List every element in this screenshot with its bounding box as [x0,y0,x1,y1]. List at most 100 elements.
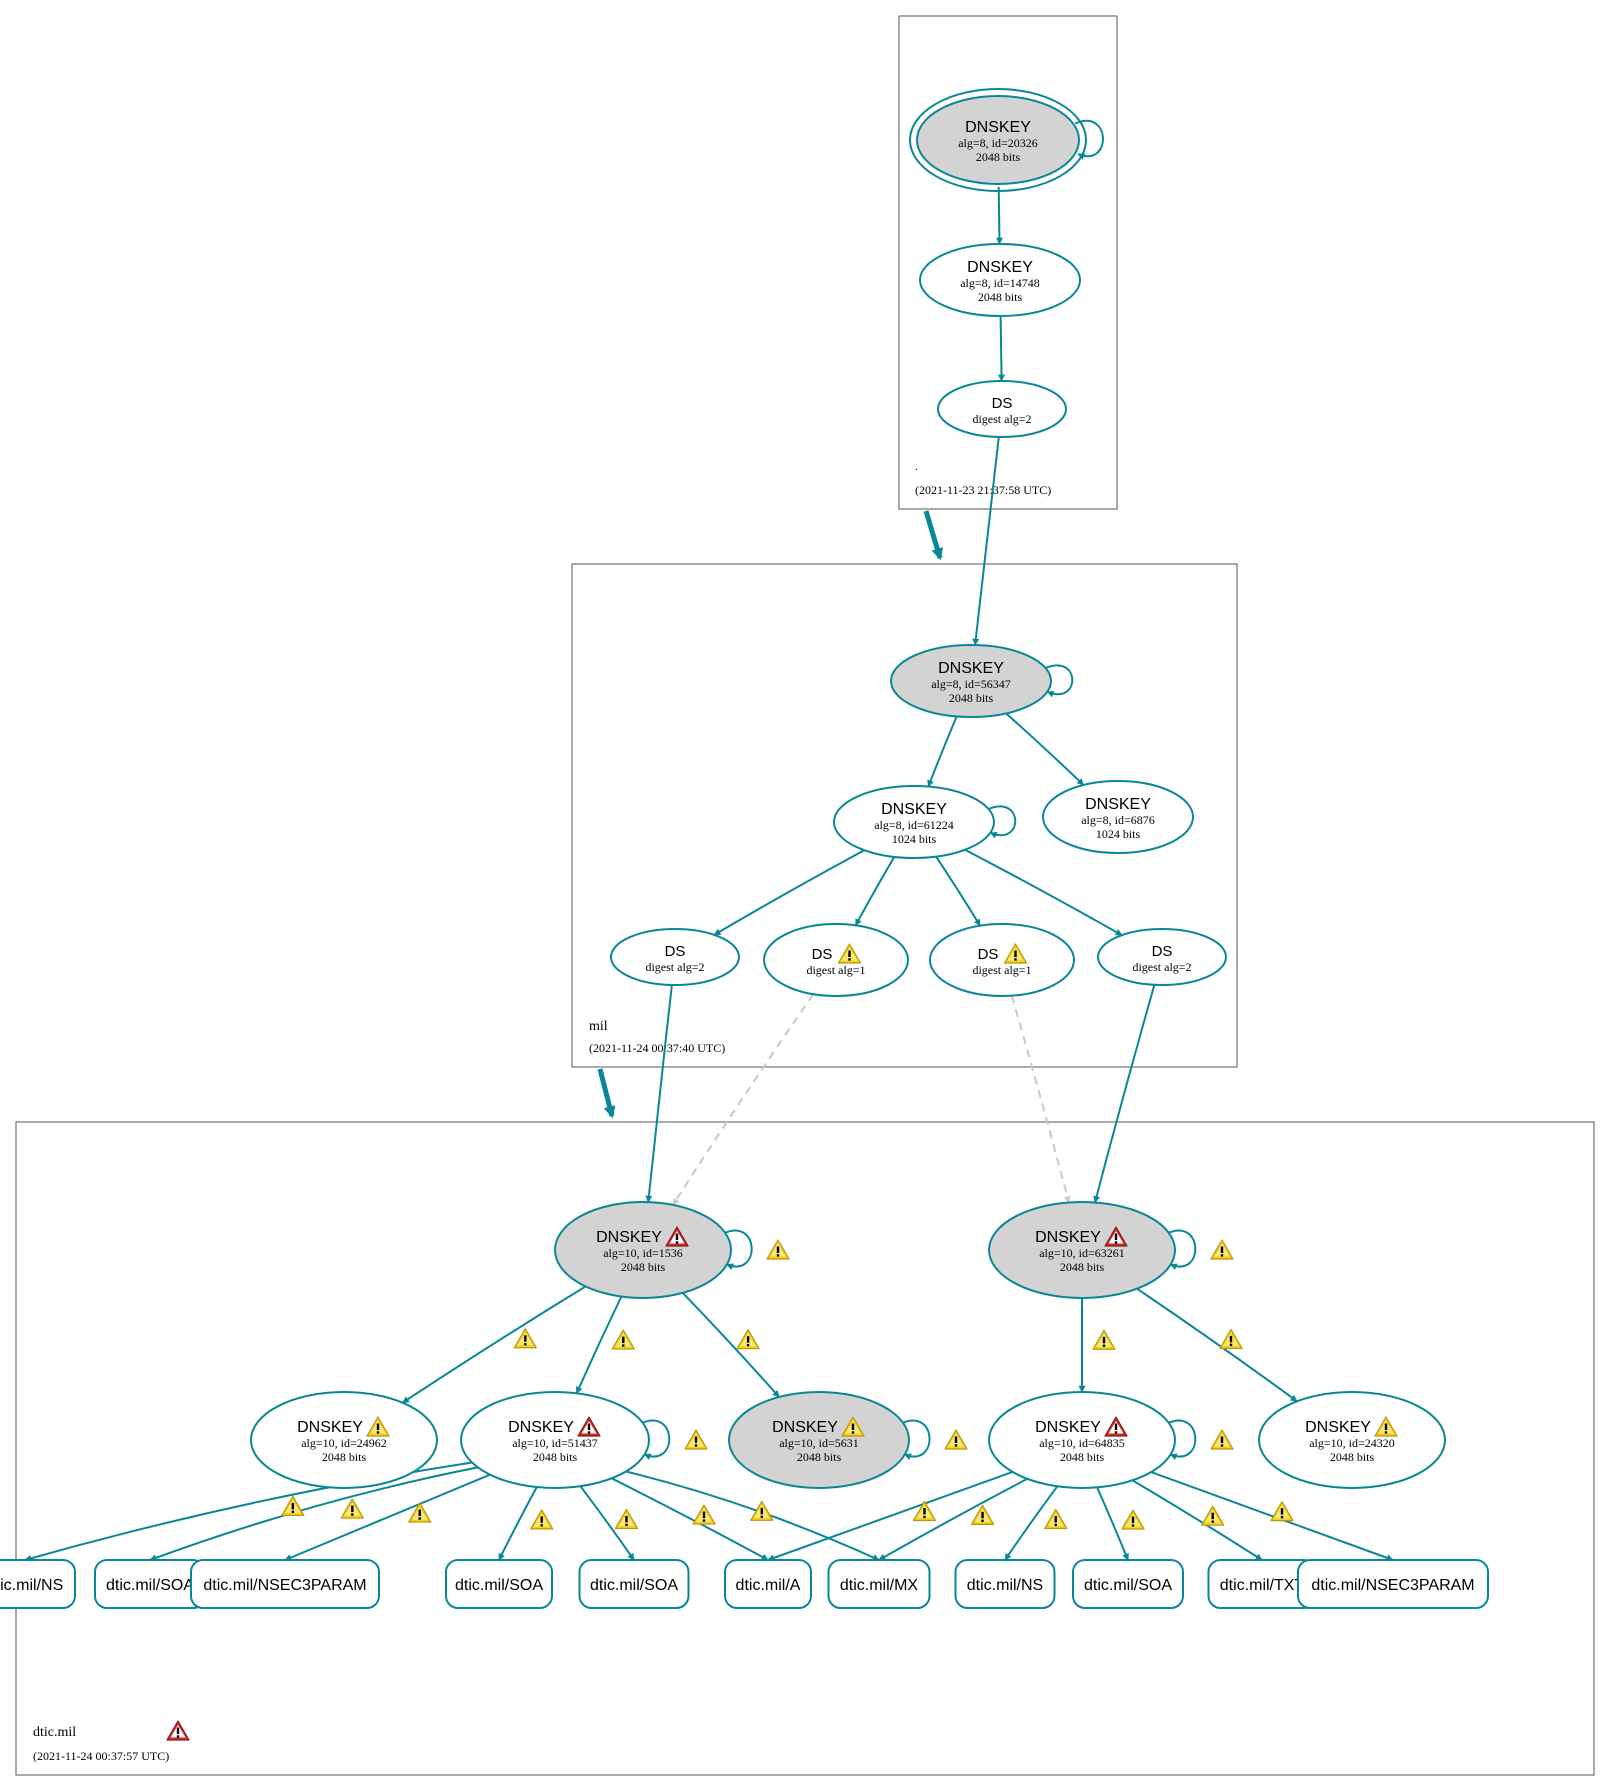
rrset-rr4[interactable]: dtic.mil/SOA [445,1559,553,1609]
rrsets: dtic.mil/NSdtic.mil/SOAdtic.mil/NSEC3PAR… [0,1559,1489,1609]
rrset-label: dtic.mil/A [736,1577,801,1594]
rrset-rr10[interactable]: dtic.mil/TXT [1207,1559,1317,1609]
node-detail: alg=8, id=14748 [960,276,1040,290]
self-loops [641,120,1234,1461]
node-type: DNSKEY [508,1419,574,1436]
warning-icon [281,1495,305,1516]
error-icon [577,1416,601,1437]
edge-m_zsk1-m_ds3 [935,856,981,927]
rrset-label: dtic.mil/NSEC3PARAM [1311,1577,1474,1594]
edge-m_ds1-d_ksk1 [645,984,673,1203]
rrset-rr9[interactable]: dtic.mil/SOA [1072,1559,1184,1609]
warning-icon [1092,1329,1116,1350]
self-loop [1044,664,1074,698]
warning-icon [1270,1501,1294,1522]
warning-icon [684,1429,708,1450]
warning-icon [1374,1416,1398,1437]
node-type: DNSKEY [881,801,947,818]
edge-d_k64835-rr8 [1004,1485,1059,1561]
edge-d_k64835-rr11 [1150,1471,1394,1562]
zone-root: . (2021-11-23 21:37:58 UTC) [898,15,1118,510]
node-detail: alg=10, id=51437 [512,1436,598,1450]
rrset-label: dtic.mil/SOA [455,1577,543,1594]
warning-icon [1121,1509,1145,1530]
node-type: DS [978,946,999,963]
warning-icon [513,1328,537,1349]
rrset-rr1[interactable]: dtic.mil/NS [0,1559,76,1609]
warning-icon [1003,943,1028,964]
edge-d_k64835-rr10 [1131,1479,1263,1561]
node-type: DNSKEY [938,660,1004,677]
edge-d_k64835-rr6 [767,1470,1013,1562]
node-detail: 2048 bits [533,1450,578,1464]
rrset-label: dtic.mil/NSEC3PARAM [203,1577,366,1594]
edge-d_k51437-rr6 [611,1477,769,1561]
node-type: DNSKEY [1305,1419,1371,1436]
warning-icon [750,1500,774,1521]
rrset-label: dtic.mil/MX [840,1577,919,1594]
rrset-rr5[interactable]: dtic.mil/SOA [578,1559,690,1609]
delegation-arrow [923,510,944,561]
error-icon [1104,1226,1128,1247]
node-detail: 2048 bits [978,290,1023,304]
warning-icon [614,1508,639,1530]
rrset-rr2[interactable]: dtic.mil/SOA [94,1559,206,1609]
node-type: DS [665,943,686,960]
node-type: DNSKEY [772,1419,838,1436]
rrset-rr8[interactable]: dtic.mil/NS [954,1559,1056,1609]
rrset-label: dtic.mil/SOA [590,1577,678,1594]
node-detail: 2048 bits [1060,1450,1105,1464]
zone-name: . [915,459,918,473]
edge-r_zsk-r_ds [998,315,1006,382]
node-detail: alg=10, id=24962 [301,1436,387,1450]
edge-d_k64835-rr7 [878,1477,1028,1561]
node-type: DNSKEY [297,1419,363,1436]
zone-timestamp: (2021-11-24 00:37:40 UTC) [589,1041,725,1055]
zone-name: mil [589,1019,608,1034]
node-type: DNSKEY [965,119,1031,136]
node-detail: digest alg=2 [645,960,704,974]
edge-d_ksk1-d_k5631 [681,1292,780,1398]
warning-icon [766,1239,790,1260]
self-loop [901,1419,931,1461]
rrset-rr6[interactable]: dtic.mil/A [724,1559,812,1609]
node-type: DNSKEY [596,1229,662,1246]
self-loop [723,1229,753,1271]
edge-m_ds3-d_ksk2 [1010,995,1071,1204]
node-detail: 2048 bits [621,1260,666,1274]
node-type: DS [1152,943,1173,960]
edge-d_ksk1-d_k24962 [402,1285,587,1404]
rrset-rr3[interactable]: dtic.mil/NSEC3PARAM [190,1559,380,1609]
rrset-rr7[interactable]: dtic.mil/MX [827,1559,931,1609]
node-type: DNSKEY [1035,1229,1101,1246]
edge-d_k51437-rr2 [149,1466,479,1562]
delegation-arrow [597,1068,616,1119]
warning-icon [611,1329,635,1350]
edge-r_ds-m_ksk [972,436,1000,646]
node-detail: 1024 bits [1096,827,1141,841]
node-detail: digest alg=2 [972,412,1031,426]
edge-d_k51437-rr4 [498,1486,538,1561]
warning-icon [912,1500,937,1522]
error-icon [1104,1416,1128,1437]
edges [24,186,1394,1562]
rrset-rr11[interactable]: dtic.mil/NSEC3PARAM [1297,1559,1489,1609]
